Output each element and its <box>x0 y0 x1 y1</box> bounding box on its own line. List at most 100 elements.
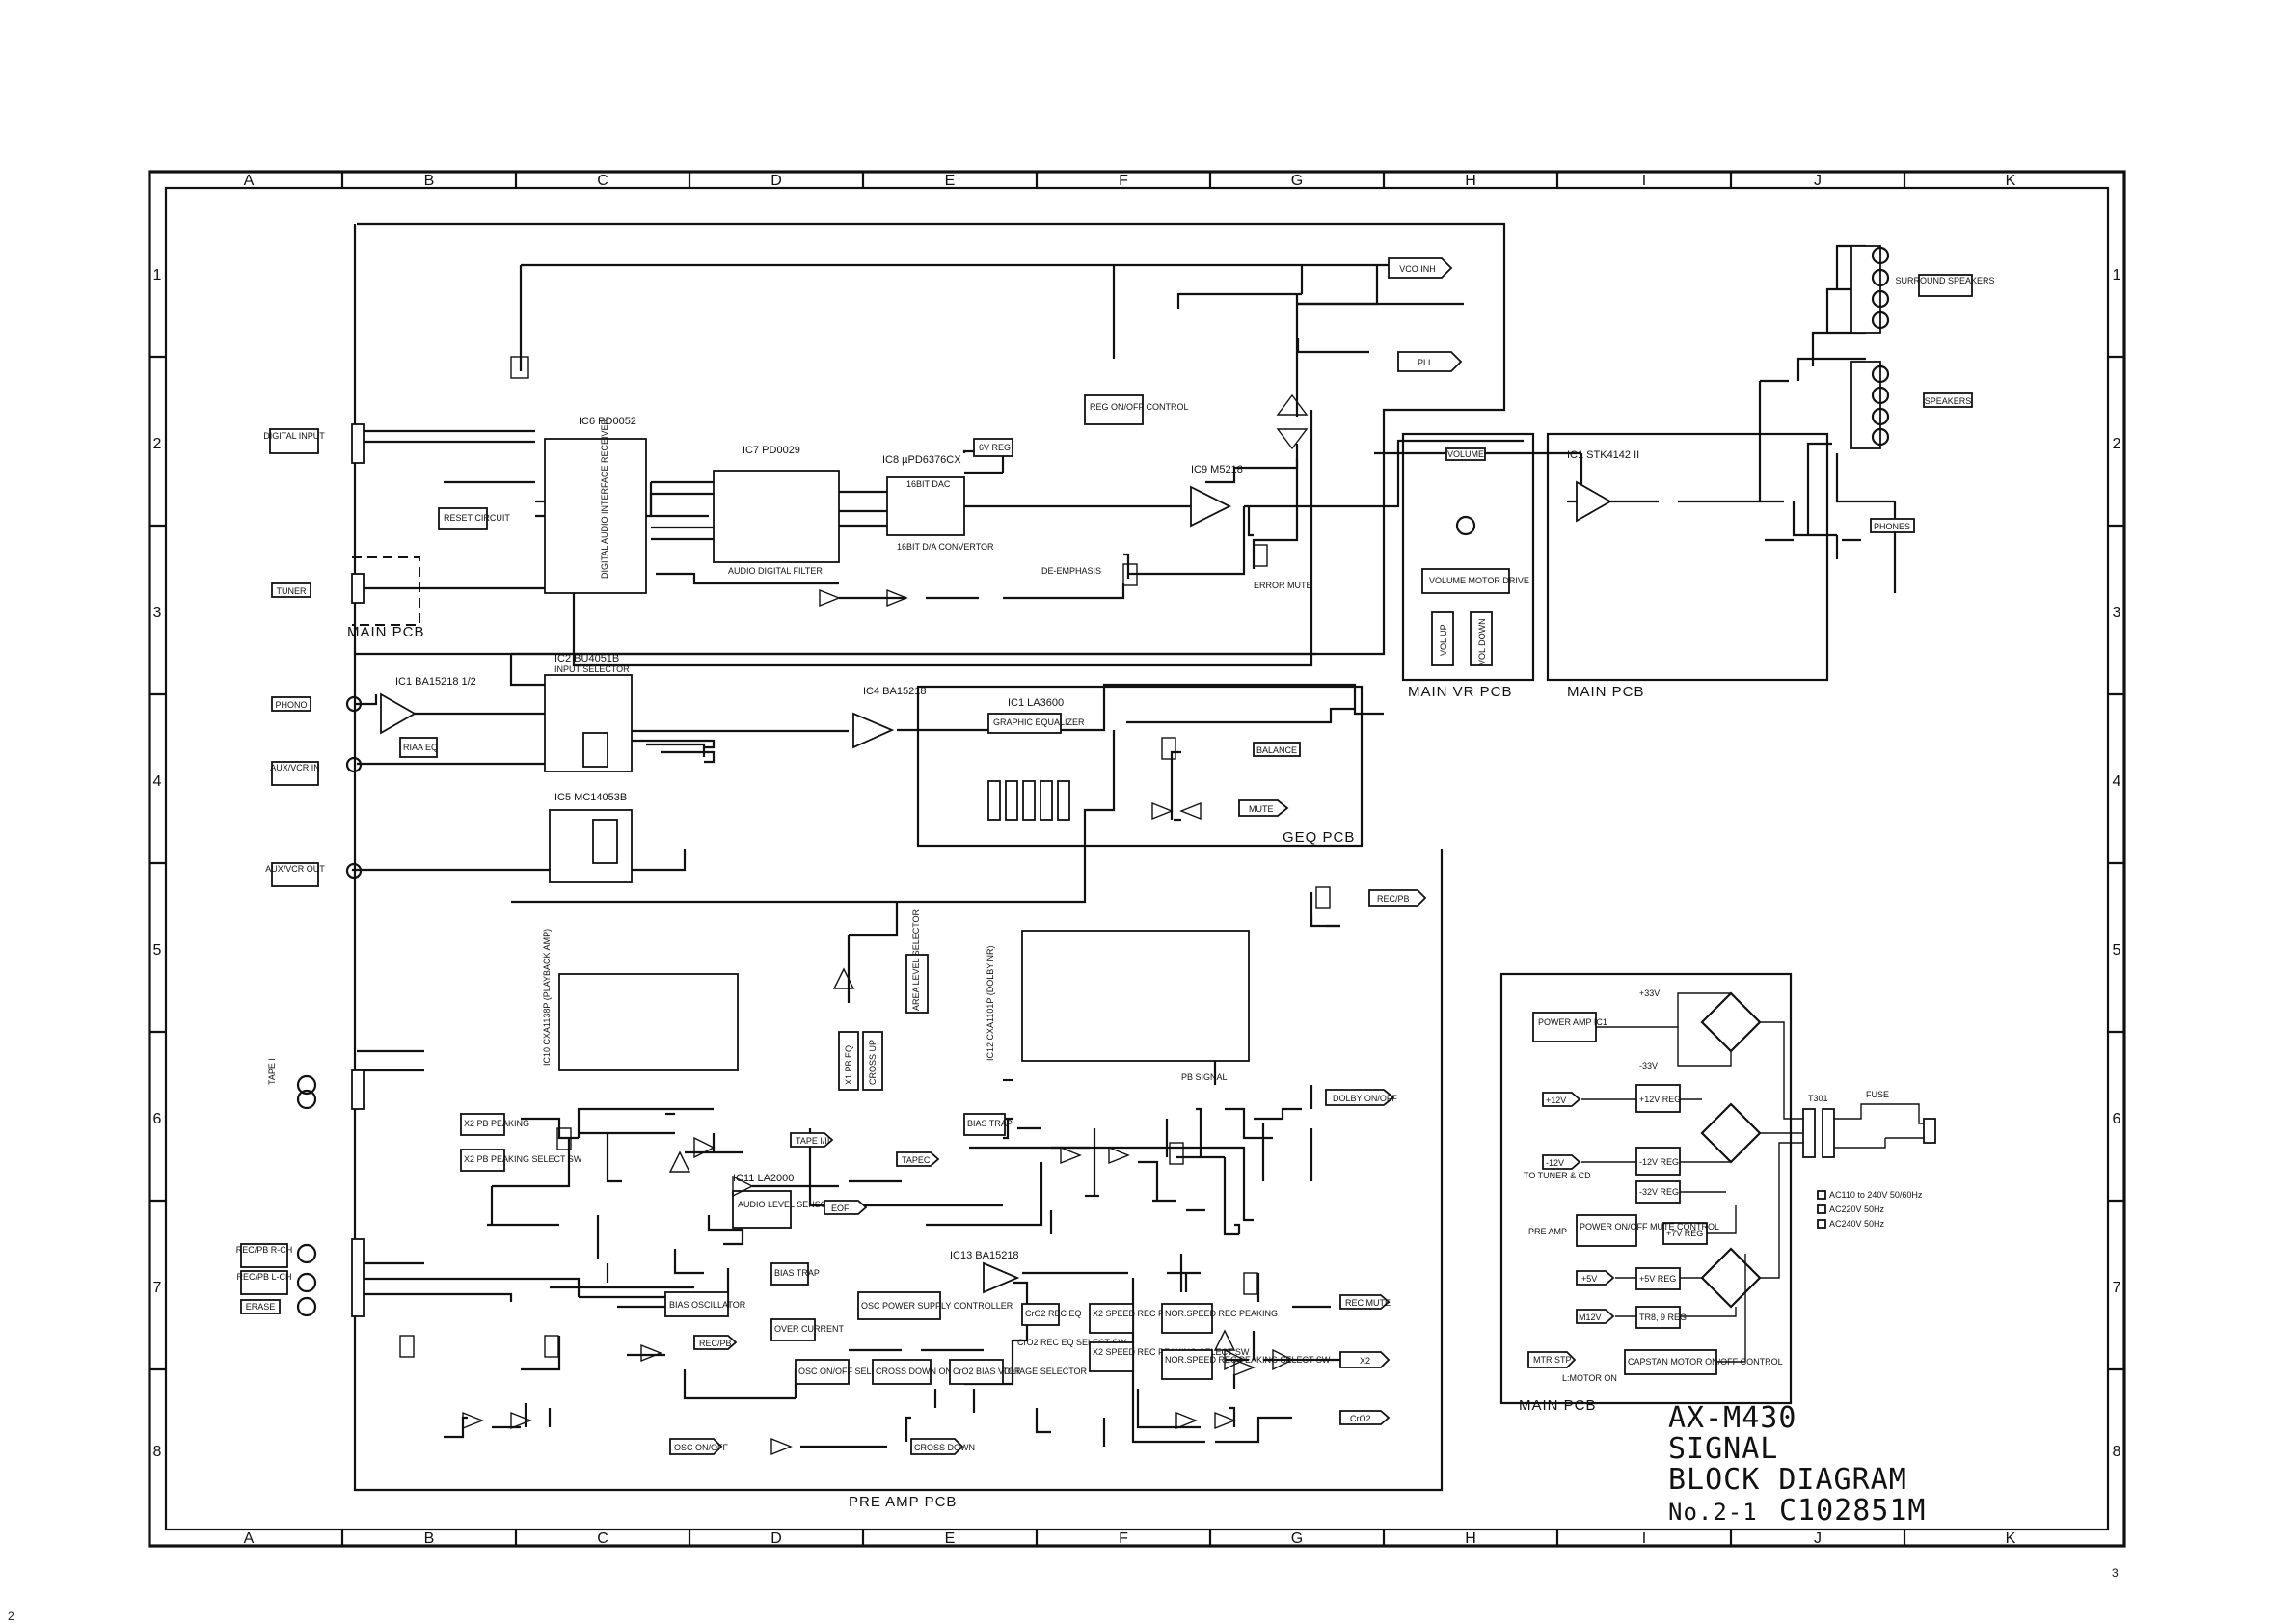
osc-psc-block: OSC POWER SUPPLY CONTROLLER <box>857 1291 1013 1320</box>
ic11-block: IC11 LA2000 AUDIO LEVEL SENSOR <box>732 1173 834 1229</box>
svg-text:M12V: M12V <box>1579 1313 1602 1322</box>
svg-text:GRAPHIC EQUALIZER: GRAPHIC EQUALIZER <box>993 717 1085 727</box>
component-symbols <box>399 356 1331 1456</box>
svg-text:16BIT D/A CONVERTOR: 16BIT D/A CONVERTOR <box>897 542 994 552</box>
col-label-top: A <box>244 173 255 189</box>
label-tapec: TAPEC <box>902 1155 931 1165</box>
label-erase: ERASE <box>246 1302 276 1312</box>
label-eof: EOF <box>831 1204 850 1213</box>
ic1-geq-block: IC1 LA3600 GRAPHIC EQUALIZER <box>987 697 1085 821</box>
over-current-block: OVER CURRENT <box>770 1318 845 1341</box>
label-rec-pb: REC/PB <box>1377 894 1410 904</box>
svg-text:AC240V 50Hz: AC240V 50Hz <box>1829 1219 1885 1229</box>
svg-text:CROSS DOWN ON/OFF SELECTOR: CROSS DOWN ON/OFF SELECTOR <box>876 1367 1021 1376</box>
svg-text:VOL DOWN: VOL DOWN <box>1477 618 1487 665</box>
row-label-right: 2 <box>2113 436 2121 452</box>
label-aux-out: AUX/VCR OUT <box>265 864 325 874</box>
svg-text:-33V: -33V <box>1639 1061 1658 1070</box>
label-tuner: TUNER <box>277 586 307 596</box>
svg-text:-12V: -12V <box>1546 1158 1564 1168</box>
cro2-rec-eq-block: CrO2 REC EQ CrO2 REC EQ SELECT SW <box>1017 1303 1126 1347</box>
svg-text:REG ON/OFF CONTROL: REG ON/OFF CONTROL <box>1090 402 1189 412</box>
label-tape: TAPE I <box>267 1058 277 1085</box>
output-connectors: SURROUND SPEAKERS SPEAKERS PHONES VCO IN… <box>1388 245 1995 533</box>
svg-text:FUSE: FUSE <box>1866 1090 1889 1099</box>
label-balance: BALANCE <box>1256 745 1297 755</box>
svg-text:CrO2 REC EQ: CrO2 REC EQ <box>1025 1309 1082 1318</box>
label-mute: MUTE <box>1249 804 1274 814</box>
svg-text:POWER AMP IC1: POWER AMP IC1 <box>1538 1017 1607 1027</box>
svg-text:VOL UP: VOL UP <box>1439 624 1448 656</box>
col-label-bottom: J <box>1814 1530 1822 1547</box>
svg-text:16BIT DAC: 16BIT DAC <box>906 479 951 489</box>
svg-text:L:MOTOR ON: L:MOTOR ON <box>1562 1373 1617 1383</box>
osc-onoff-selector: OSC ON/OFF SELECTOR <box>795 1359 902 1385</box>
bias-trap-1: BIAS TRAP <box>963 1113 1013 1136</box>
col-label-bottom: H <box>1465 1530 1476 1547</box>
col-label-bottom: B <box>424 1530 435 1547</box>
title-model: AX-M430 <box>1668 1401 1796 1435</box>
svg-text:IC2 BU4051B: IC2 BU4051B <box>554 653 619 664</box>
svg-text:IC13 BA15218: IC13 BA15218 <box>950 1250 1019 1261</box>
col-label-top: D <box>770 173 782 189</box>
svg-text:OSC ON/OFF SELECTOR: OSC ON/OFF SELECTOR <box>798 1367 902 1376</box>
svg-text:BIAS OSCILLATOR: BIAS OSCILLATOR <box>669 1300 746 1310</box>
row-label-right: 7 <box>2113 1280 2121 1296</box>
svg-text:X2 PB PEAKING SELECT SW: X2 PB PEAKING SELECT SW <box>464 1154 582 1164</box>
pcb-label-main-vr: MAIN VR PCB <box>1408 684 1513 700</box>
row-label-right: 5 <box>2113 942 2121 959</box>
ic2-selector-block: IC2 BU4051B INPUT SELECTOR <box>544 653 633 772</box>
label-error-mute: ERROR MUTE <box>1254 581 1312 590</box>
label-dolby: DOLBY ON/OFF <box>1333 1094 1397 1103</box>
svg-text:IC5 MC14053B: IC5 MC14053B <box>554 792 627 803</box>
label-x2: X2 <box>1360 1356 1370 1366</box>
label-speakers: SPEAKERS <box>1925 396 1972 406</box>
svg-text:RIAA EQ: RIAA EQ <box>403 743 438 752</box>
svg-text:NOR.SPEED REC PEAKING: NOR.SPEED REC PEAKING <box>1165 1309 1278 1318</box>
svg-text:IC1 STK4142 II: IC1 STK4142 II <box>1567 449 1639 461</box>
ic4-block: IC4 BA15218 <box>852 686 926 749</box>
svg-text:+5V: +5V <box>1581 1274 1597 1284</box>
row-label-right: 4 <box>2113 773 2121 790</box>
svg-text:+5V REG: +5V REG <box>1639 1274 1676 1284</box>
svg-text:CrO2 REC EQ SELECT SW: CrO2 REC EQ SELECT SW <box>1017 1338 1126 1347</box>
svg-text:AC110 to 240V 50/60Hz: AC110 to 240V 50/60Hz <box>1829 1190 1923 1200</box>
svg-text:POWER ON/OFF MUTE CONTROL: POWER ON/OFF MUTE CONTROL <box>1580 1222 1719 1232</box>
row-label-right: 6 <box>2113 1111 2121 1127</box>
row-label-right: 8 <box>2113 1444 2121 1460</box>
svg-text:IC11 LA2000: IC11 LA2000 <box>733 1173 794 1184</box>
svg-text:AUDIO DIGITAL FILTER: AUDIO DIGITAL FILTER <box>728 566 823 576</box>
col-label-top: G <box>1291 173 1303 189</box>
cro2-bias-selector: CrO2 BIAS VOLTAGE SELECTOR <box>949 1359 1088 1385</box>
nor-speed-peaking-block: NOR.SPEED REC PEAKING NOR.SPEED REC PEAK… <box>1161 1303 1331 1380</box>
label-pll: PLL <box>1418 358 1433 367</box>
signal-wires <box>352 244 1897 1448</box>
svg-text:IC7 PD0029: IC7 PD0029 <box>743 445 800 456</box>
label-phono: PHONO <box>275 700 307 710</box>
bias-osc-block: BIAS OSCILLATOR <box>664 1291 746 1317</box>
col-label-bottom: I <box>1642 1530 1646 1547</box>
title-line2: SIGNAL <box>1668 1432 1778 1466</box>
ic9-block: IC9 M5218 <box>1190 464 1243 528</box>
label-cro2: CrO2 <box>1350 1414 1371 1423</box>
svg-text:+33V: +33V <box>1639 988 1660 998</box>
svg-text:VOLUME MOTOR DRIVE: VOLUME MOTOR DRIVE <box>1429 576 1529 585</box>
svg-text:IC8 µPD6376CX: IC8 µPD6376CX <box>882 454 961 466</box>
title-code: C102851M <box>1779 1494 1927 1528</box>
col-label-bottom: G <box>1291 1530 1303 1547</box>
svg-text:OSC POWER SUPPLY CONTROLLER: OSC POWER SUPPLY CONTROLLER <box>861 1301 1013 1311</box>
ic5-block: IC5 MC14053B <box>549 792 633 883</box>
label-volume: VOLUME <box>1447 449 1484 459</box>
svg-text:6V REG: 6V REG <box>979 443 1011 452</box>
svg-text:CROSS UP: CROSS UP <box>868 1040 878 1085</box>
col-label-top: C <box>597 173 608 189</box>
ic1-power-amp-block: IC1 STK4142 II <box>1567 449 1639 523</box>
x2-pb-peaking-block: X2 PB PEAKING X2 PB PEAKING SELECT SW <box>460 1113 582 1172</box>
label-surround: SURROUND SPEAKERS <box>1895 276 1994 285</box>
svg-text:IC4 BA15218: IC4 BA15218 <box>863 686 926 697</box>
svg-text:RESET CIRCUIT: RESET CIRCUIT <box>444 513 510 523</box>
reset-block: RESET CIRCUIT <box>438 507 510 530</box>
col-label-top: J <box>1814 173 1822 189</box>
svg-text:DIGITAL AUDIO INTERFACE RECEIV: DIGITAL AUDIO INTERFACE RECEIVER <box>600 418 609 579</box>
